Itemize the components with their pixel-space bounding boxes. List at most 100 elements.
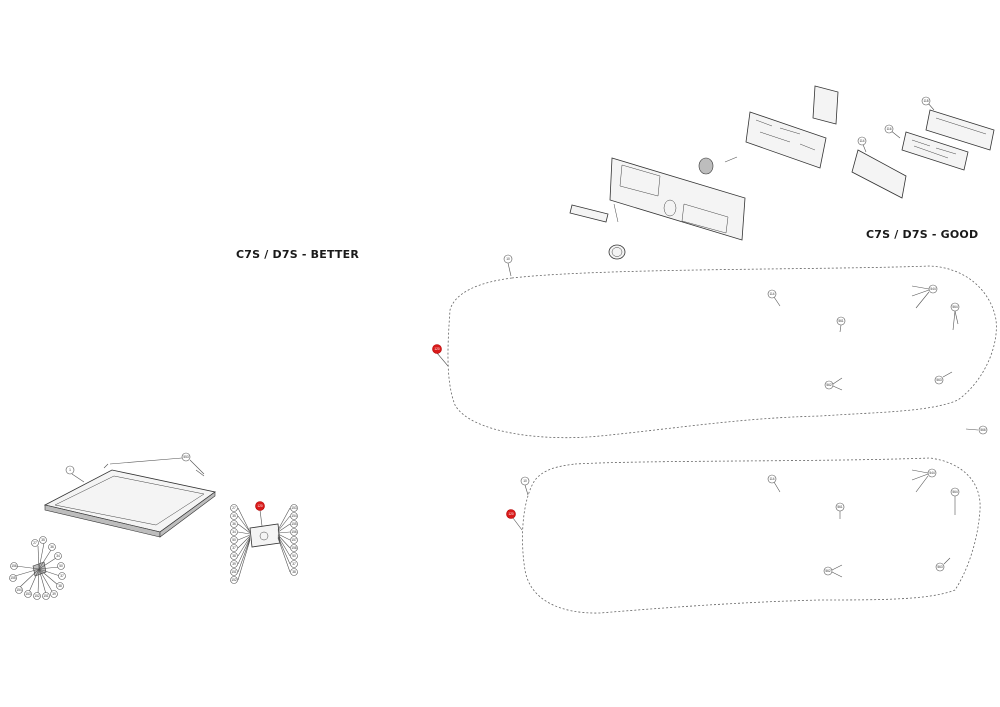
svg-text:156: 156 — [11, 564, 17, 568]
callout-120-upper: 120 — [432, 344, 449, 367]
callout-upper-e: 544 — [911, 284, 938, 309]
display-board — [901, 131, 969, 171]
svg-text:114: 114 — [859, 139, 864, 143]
svg-text:154: 154 — [291, 514, 297, 518]
callout-116: 116 — [884, 124, 901, 139]
callout-10-upper: 10 — [503, 254, 513, 277]
svg-text:152: 152 — [34, 594, 40, 598]
svg-text:155: 155 — [10, 576, 16, 580]
svg-text:561: 561 — [838, 319, 844, 323]
svg-text:561: 561 — [837, 505, 843, 509]
svg-text:566: 566 — [980, 428, 986, 432]
svg-text:10: 10 — [523, 479, 527, 483]
callout-upper-b: 561 — [836, 316, 846, 333]
svg-text:37: 37 — [232, 546, 236, 550]
svg-text:120: 120 — [508, 512, 514, 516]
svg-text:34: 34 — [56, 554, 60, 558]
svg-text:544: 544 — [930, 287, 936, 291]
callout-upper-d: 563 — [934, 371, 953, 385]
svg-text:27: 27 — [33, 541, 37, 545]
fan-callout-13: 155 — [9, 574, 17, 582]
fan-callout-7: 38 — [56, 582, 64, 590]
callout-upper-a: 114 — [767, 289, 781, 307]
callout-side-part: 566 — [965, 425, 988, 435]
svg-text:157: 157 — [291, 538, 297, 542]
callout-114-top: 114 — [857, 136, 867, 153]
svg-text:36: 36 — [232, 522, 236, 526]
callout-lower-f: 564 — [950, 487, 960, 515]
svg-text:39: 39 — [232, 562, 236, 566]
svg-text:153: 153 — [25, 592, 31, 596]
svg-text:562: 562 — [825, 569, 831, 573]
svg-text:39: 39 — [52, 592, 56, 596]
svg-text:50: 50 — [292, 554, 296, 558]
callout-lower-d: 563 — [935, 557, 951, 572]
svg-text:155: 155 — [291, 522, 297, 526]
fan-callout-4: 34 — [54, 552, 62, 560]
svg-text:38: 38 — [232, 554, 236, 558]
svg-text:152: 152 — [231, 578, 237, 582]
svg-text:118: 118 — [923, 99, 928, 103]
fan-callout-10: 152 — [33, 592, 41, 600]
callout-1: 1 — [65, 465, 85, 483]
fan-callout-8: 39 — [50, 590, 58, 598]
svg-text:1: 1 — [69, 468, 71, 472]
svg-text:114: 114 — [769, 477, 774, 481]
circuit-board — [745, 111, 827, 169]
control-module-cluster — [237, 507, 291, 581]
control-module — [249, 523, 281, 548]
fan-callout-14: 156 — [10, 562, 18, 570]
knob — [698, 157, 714, 175]
svg-text:544: 544 — [929, 471, 935, 475]
callout-120-lower: 120 — [506, 509, 523, 531]
callout-lower-e: 544 — [911, 468, 937, 493]
svg-text:563: 563 — [937, 565, 943, 569]
svg-text:151: 151 — [231, 570, 237, 574]
housing-bracket — [812, 85, 839, 125]
svg-text:36: 36 — [50, 545, 54, 549]
callout-lower-a: 114 — [767, 474, 781, 493]
top-lid-assembly — [43, 463, 216, 538]
svg-text:151: 151 — [43, 594, 49, 598]
svg-text:120: 120 — [434, 347, 440, 351]
selector-ring — [608, 244, 626, 260]
svg-text:38: 38 — [292, 570, 296, 574]
callout-upper-c: 562 — [824, 377, 843, 391]
svg-text:564: 564 — [952, 305, 958, 309]
svg-text:38: 38 — [58, 584, 62, 588]
fan-callout-3: 36 — [48, 543, 56, 551]
fan-cluster — [14, 542, 61, 595]
callout-120-center: 120 — [255, 501, 265, 511]
fan-callout-5: 50 — [57, 562, 65, 570]
fan-callout-9: 151 — [42, 592, 50, 600]
svg-text:563: 563 — [936, 378, 942, 382]
svg-text:116: 116 — [886, 127, 891, 131]
better-model-outline — [447, 265, 997, 439]
callout-lower-c: 562 — [823, 564, 843, 578]
display-housing — [851, 149, 907, 199]
svg-text:154: 154 — [16, 588, 22, 592]
svg-text:156: 156 — [291, 530, 297, 534]
svg-text:10: 10 — [506, 257, 510, 261]
svg-text:153: 153 — [291, 506, 297, 510]
svg-text:50: 50 — [232, 538, 236, 542]
bracket — [569, 204, 609, 223]
fan-callout-2: 35 — [39, 536, 47, 544]
good-model-outline — [522, 457, 981, 614]
heading-better: C7S / D7S - BETTER — [236, 248, 359, 261]
control-fascia — [609, 157, 746, 241]
svg-text:114: 114 — [769, 292, 774, 296]
svg-text:158: 158 — [291, 546, 297, 550]
callout-10-lower: 10 — [520, 476, 530, 496]
svg-text:27: 27 — [232, 506, 236, 510]
fan-callout-11: 153 — [24, 590, 32, 598]
callout-lower-b: 561 — [835, 502, 845, 519]
svg-text:553: 553 — [183, 455, 189, 459]
callout-118: 118 — [921, 96, 935, 111]
svg-text:50: 50 — [59, 564, 63, 568]
control-panel-assembly — [569, 85, 995, 260]
svg-text:564: 564 — [952, 490, 958, 494]
svg-text:120: 120 — [257, 504, 263, 508]
svg-text:35: 35 — [232, 514, 236, 518]
